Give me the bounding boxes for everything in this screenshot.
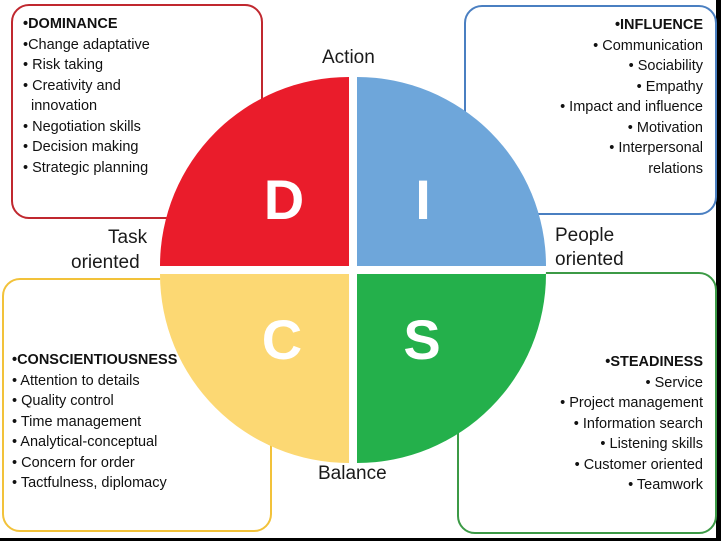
dominance-item: • Negotiation skills <box>23 118 141 135</box>
quadrant-d <box>160 77 349 266</box>
dominance-title: •DOMINANCE <box>23 16 118 32</box>
quadrant-c <box>160 274 349 463</box>
quadrant-s <box>357 274 546 463</box>
letter-s: S <box>403 308 440 371</box>
letter-d: D <box>264 168 304 231</box>
label-oriented-right: oriented <box>555 249 624 270</box>
dominance-item: • Strategic planning <box>23 159 149 176</box>
conscientiousness-item: • Quality control <box>12 393 114 409</box>
label-action: Action <box>322 47 375 68</box>
dominance-item: • Creativity and <box>23 77 121 94</box>
conscientiousness-item: • Attention to details <box>12 372 140 389</box>
influence-item: • Interpersonal <box>609 140 703 156</box>
influence-item: • Empathy <box>636 78 703 95</box>
influence-item: • Impact and influence <box>560 99 703 115</box>
letter-i: I <box>415 168 431 231</box>
steadiness-item: • Listening skills <box>600 436 703 452</box>
conscientiousness-title: •CONSCIENTIOUSNESS <box>12 352 178 368</box>
dominance-item: innovation <box>31 98 98 114</box>
conscientiousness-item: • Analytical-conceptual <box>12 434 158 450</box>
steadiness-item: • Teamwork <box>628 477 703 493</box>
steadiness-title: •STEADINESS <box>605 354 703 370</box>
influence-item: • Communication <box>593 37 703 54</box>
influence-list: •INFLUENCE • Communication • Sociability… <box>560 15 703 179</box>
dominance-box: •DOMINANCE •Change adaptative • Risk tak… <box>11 4 263 219</box>
dominance-item: •Change adaptative <box>23 36 150 53</box>
conscientiousness-item: • Time management <box>12 413 142 430</box>
label-task: Task <box>108 227 148 248</box>
steadiness-item: • Information search <box>573 415 703 432</box>
steadiness-list: •STEADINESS • Service • Project manageme… <box>560 352 703 496</box>
quadrant-i <box>357 77 546 266</box>
label-people: People <box>555 225 615 246</box>
conscientiousness-item: • Concern for order <box>12 454 135 471</box>
steadiness-item: • Customer oriented <box>574 456 703 473</box>
dominance-item: • Decision making <box>23 139 139 155</box>
influence-box: •INFLUENCE • Communication • Sociability… <box>464 5 717 215</box>
dominance-item: • Risk taking <box>23 57 104 73</box>
dominance-list: •DOMINANCE •Change adaptative • Risk tak… <box>23 14 150 178</box>
label-oriented-left: oriented <box>71 252 140 273</box>
steadiness-item: • Service <box>645 374 703 391</box>
influence-item: • Motivation <box>627 119 703 136</box>
influence-item: • Sociability <box>628 58 703 74</box>
steadiness-item: • Project management <box>560 395 703 411</box>
conscientiousness-list: •CONSCIENTIOUSNESS • Attention to detail… <box>12 350 177 494</box>
conscientiousness-item: • Tactfulness, diplomacy <box>12 475 167 491</box>
letter-c: C <box>262 308 302 371</box>
influence-title: •INFLUENCE <box>614 17 703 33</box>
influence-item: relations <box>648 160 703 177</box>
label-balance: Balance <box>318 463 387 484</box>
